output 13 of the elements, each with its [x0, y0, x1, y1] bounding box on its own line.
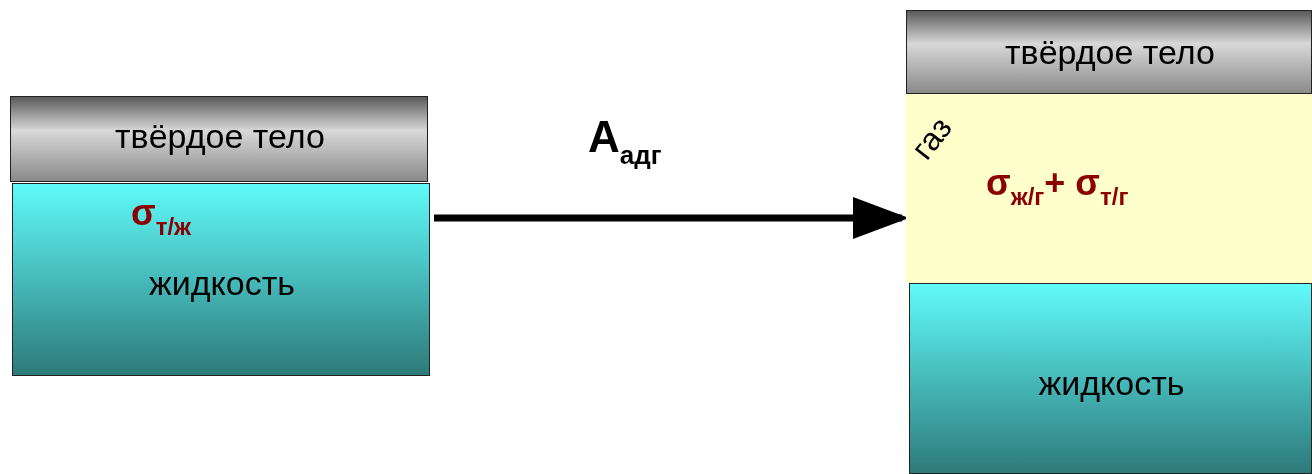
sigma-label: σ$_{т/ж}$	[131, 192, 192, 241]
sigma-formula: σ$_{ж/г}$+ σ$_{т/г}$	[986, 162, 1129, 211]
material-label: газ	[904, 110, 960, 167]
solid-layer	[10, 96, 428, 182]
material-label: жидкость	[148, 264, 296, 303]
edge-label: A$_{адг}$	[588, 112, 662, 171]
material-label: твёрдое тело	[1004, 33, 1216, 72]
liquid-layer	[909, 283, 1312, 474]
sigma-label: жидкость	[1037, 364, 1186, 403]
material-label: твёрдое тело	[114, 117, 326, 156]
liquid-layer	[12, 183, 430, 376]
gas-layer	[906, 94, 1312, 283]
solid-layer	[906, 10, 1312, 94]
